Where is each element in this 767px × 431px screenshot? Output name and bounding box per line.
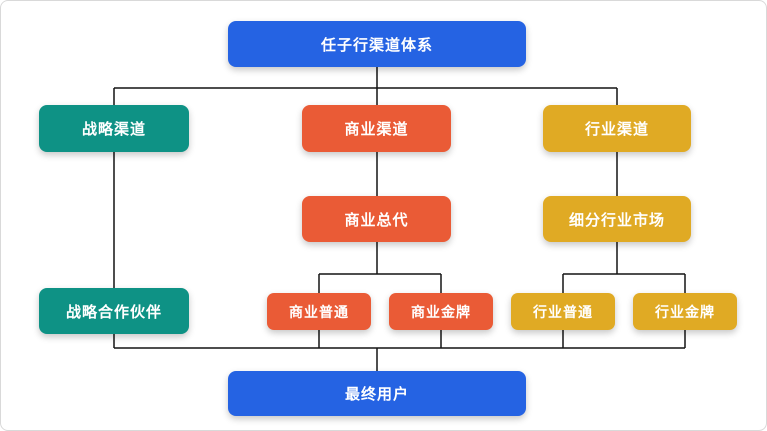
- node-industry-normal[interactable]: 行业普通: [511, 293, 615, 330]
- node-business-channel[interactable]: 商业渠道: [302, 105, 451, 152]
- node-strategic-partner[interactable]: 战略合作伙伴: [39, 288, 189, 334]
- node-segment-market[interactable]: 细分行业市场: [543, 196, 691, 242]
- node-business-normal[interactable]: 商业普通: [267, 293, 371, 330]
- node-root[interactable]: 任子行渠道体系: [228, 21, 526, 67]
- node-strategic-channel[interactable]: 战略渠道: [39, 105, 189, 152]
- node-business-agent[interactable]: 商业总代: [302, 196, 451, 242]
- node-industry-channel[interactable]: 行业渠道: [543, 105, 691, 152]
- node-industry-gold[interactable]: 行业金牌: [633, 293, 737, 330]
- node-end-user[interactable]: 最终用户: [228, 371, 526, 416]
- node-business-gold[interactable]: 商业金牌: [389, 293, 493, 330]
